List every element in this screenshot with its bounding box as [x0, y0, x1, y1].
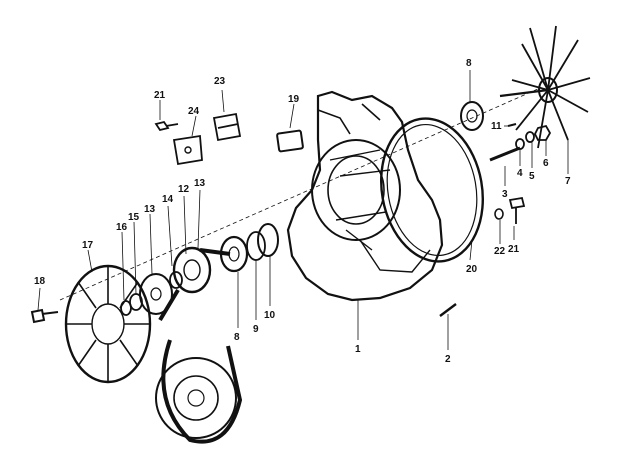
sheave-plate [139, 273, 173, 315]
callout-18: 18 [34, 276, 46, 287]
callout-3: 3 [502, 189, 508, 200]
callout-20: 20 [466, 264, 478, 275]
callout-11: 11 [491, 121, 502, 132]
callout-21-upper: 21 [154, 90, 166, 101]
callout-19: 19 [288, 94, 300, 105]
threaded-stud [489, 146, 521, 162]
flat-washer [120, 300, 132, 316]
small-pin [507, 123, 517, 127]
mounting-bracket [172, 134, 203, 166]
callout-8-lower: 8 [234, 332, 240, 343]
callout-10: 10 [264, 310, 276, 321]
cover-bolt [30, 308, 59, 324]
callout-5: 5 [529, 171, 535, 182]
callout-16: 16 [116, 222, 128, 233]
callout-2: 2 [445, 354, 451, 365]
callout-9: 9 [253, 324, 259, 335]
callout-12: 12 [178, 184, 190, 195]
assembly-axis-line [59, 87, 541, 301]
fan-impeller [499, 25, 591, 149]
right-washer [494, 208, 504, 220]
callout-6: 6 [543, 158, 549, 169]
callout-8-upper: 8 [466, 58, 472, 69]
connector-block [212, 112, 242, 142]
upper-bearing [460, 101, 484, 131]
cover-plate [276, 129, 304, 153]
callout-23: 23 [214, 76, 226, 87]
fan-housing [286, 90, 444, 302]
snap-ring-inner [246, 231, 266, 261]
gasket-ring [379, 117, 485, 263]
upper-screw [154, 120, 179, 132]
gasket-ring-inner-edge [386, 123, 478, 257]
callout-22: 22 [494, 246, 506, 257]
hex-nut [533, 124, 552, 141]
right-screw [508, 196, 526, 224]
leader-lines [37, 70, 569, 350]
callout-14: 14 [162, 194, 174, 205]
bracket-hole [184, 146, 192, 154]
callout-7: 7 [565, 176, 571, 187]
callout-4: 4 [517, 168, 523, 179]
callout-labels: 1 2 3 4 5 6 7 8 8 9 10 11 12 13 13 14 15… [34, 58, 571, 365]
dowel-pin [439, 303, 457, 317]
callout-13-left: 13 [144, 204, 156, 215]
callout-13-right: 13 [194, 178, 206, 189]
pulley-cover [64, 264, 152, 384]
snap-ring-outer [257, 223, 279, 257]
callout-24: 24 [188, 106, 200, 117]
drive-belt-and-lower-pulley [155, 339, 243, 444]
washer [515, 138, 525, 150]
callout-21-lower: 21 [508, 244, 520, 255]
lock-washer [525, 131, 535, 143]
callout-1: 1 [355, 344, 361, 355]
callout-17: 17 [82, 240, 94, 251]
callout-15: 15 [128, 212, 140, 223]
